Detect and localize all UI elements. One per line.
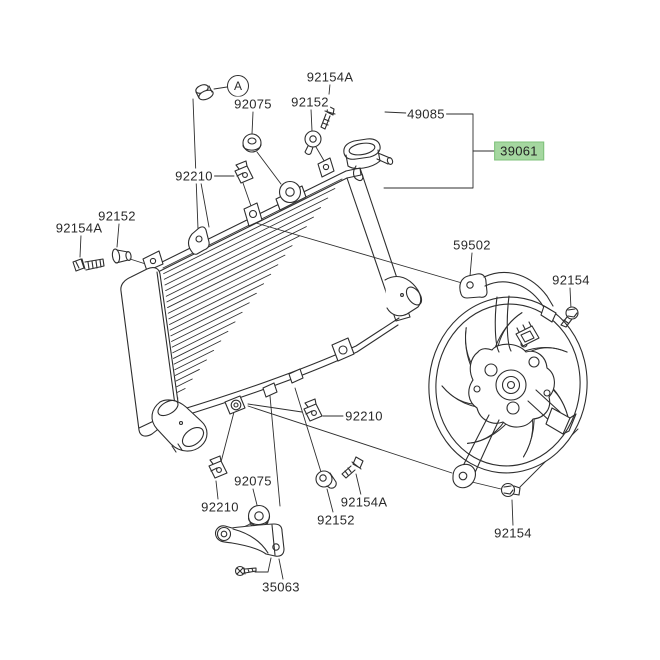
clamp-92210-bottom (209, 456, 227, 478)
clamp-92210-right (304, 399, 322, 421)
grommet-a (195, 83, 215, 102)
clamp-92210-top (235, 161, 253, 183)
part-label-59502[interactable]: 59502 (452, 237, 492, 253)
part-label-92152-left[interactable]: 92152 (97, 208, 137, 224)
part-label-92152-top[interactable]: 92152 (290, 94, 330, 110)
detail-marker-a[interactable]: A (227, 75, 249, 97)
part-label-49085[interactable]: 49085 (406, 106, 446, 122)
fastener-parts (73, 83, 578, 575)
part-label-92154-right[interactable]: 92154 (551, 272, 591, 288)
part-label-39061-highlighted[interactable]: 39061 (494, 141, 544, 161)
part-label-92210-bottom[interactable]: 92210 (200, 499, 240, 515)
part-label-92154a-bottom[interactable]: 92154A (339, 494, 389, 510)
part-label-92210-right[interactable]: 92210 (344, 408, 384, 424)
part-label-92154a-left[interactable]: 92154A (54, 220, 104, 236)
part-label-92152-bottom[interactable]: 92152 (316, 512, 356, 528)
fan-drawing (420, 272, 596, 487)
radiator-drawing (121, 139, 425, 452)
part-label-92154a-top[interactable]: 92154A (305, 69, 355, 85)
part-label-92210-top-left[interactable]: 92210 (174, 168, 214, 184)
part-label-35063[interactable]: 35063 (261, 579, 301, 595)
part-label-92075-top[interactable]: 92075 (233, 96, 273, 112)
part-label-92154-bottom[interactable]: 92154 (493, 525, 533, 541)
part-label-92075-bottom[interactable]: 92075 (233, 473, 273, 489)
